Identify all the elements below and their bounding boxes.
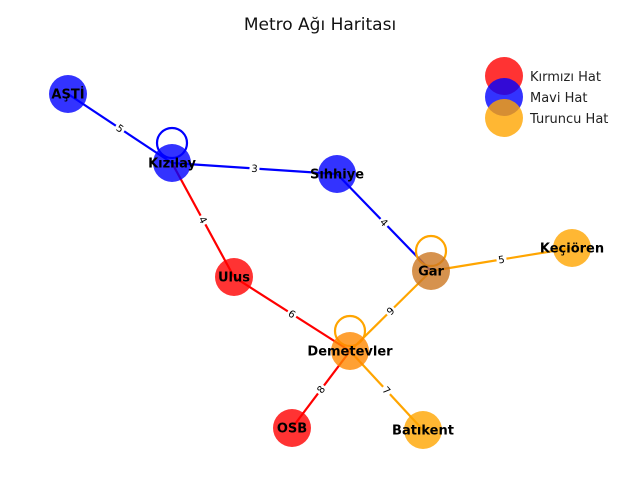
- station-marker[interactable]: [49, 75, 87, 113]
- connection-weight-label: 8: [313, 381, 329, 398]
- edge-layer: 5 3 4 4 6 8 9 5 7: [67, 93, 573, 431]
- connection-weight-label: 9: [382, 303, 399, 319]
- station-sihhiye[interactable]: Sıhhiye: [310, 155, 364, 193]
- station-marker[interactable]: [412, 252, 450, 290]
- weight-label-background: [382, 303, 399, 319]
- connection-weight-label: 3: [249, 162, 260, 175]
- legend-swatch: [485, 99, 523, 137]
- weight-label-text: 8: [315, 384, 328, 396]
- station-kizilay[interactable]: Kızılay: [148, 144, 196, 182]
- station-marker[interactable]: [404, 411, 442, 449]
- connection-weight-label: 6: [284, 306, 300, 322]
- station-marker[interactable]: [153, 144, 191, 182]
- weight-label-text: 5: [498, 255, 506, 267]
- station-label: AŞTİ: [51, 87, 84, 103]
- weight-label-background: [313, 381, 329, 398]
- weight-label-text: 3: [251, 164, 258, 175]
- weight-label-text: 5: [114, 123, 125, 136]
- weight-label-background: [495, 252, 508, 267]
- legend-entry: Turuncu Hat: [485, 99, 608, 137]
- station-marker[interactable]: [273, 409, 311, 447]
- station-label: Sıhhiye: [310, 168, 364, 183]
- weight-label-background: [249, 162, 260, 175]
- weight-label-text: 4: [196, 215, 209, 226]
- weight-label-background: [376, 214, 392, 231]
- station-batikent[interactable]: Batıkent: [392, 411, 454, 449]
- station-label: OSB: [277, 422, 307, 437]
- weight-label-text: 6: [286, 308, 297, 321]
- weight-label-background: [112, 120, 128, 137]
- map-title: Metro Ağı Haritası: [244, 15, 396, 35]
- station-osb[interactable]: OSB: [273, 409, 311, 447]
- station-marker[interactable]: [318, 155, 356, 193]
- legend-label: Turuncu Hat: [529, 112, 608, 127]
- station-ulus[interactable]: Ulus: [215, 258, 253, 296]
- station-gar[interactable]: Gar: [412, 252, 450, 290]
- station-marker[interactable]: [553, 229, 591, 267]
- station-demetevler[interactable]: Demetevler: [307, 332, 393, 370]
- weight-label-background: [195, 212, 211, 228]
- legend-label: Mavi Hat: [530, 91, 587, 106]
- legend-label: Kırmızı Hat: [530, 70, 601, 85]
- station-asti[interactable]: AŞTİ: [49, 75, 87, 113]
- connection-weight-label: 7: [378, 382, 395, 399]
- station-kecioren[interactable]: Keçiören: [540, 229, 604, 267]
- station-label: Batıkent: [392, 424, 454, 439]
- weight-label-background: [378, 382, 395, 399]
- connection-weight-label: 5: [495, 252, 508, 267]
- connection-weight-label: 5: [112, 120, 128, 137]
- station-label: Keçiören: [540, 242, 604, 257]
- station-label: Kızılay: [148, 157, 196, 172]
- station-label: Demetevler: [307, 345, 393, 360]
- station-marker[interactable]: [331, 332, 369, 370]
- station-label: Ulus: [218, 271, 250, 286]
- loop-layer: [155, 126, 448, 348]
- station-label: Gar: [418, 265, 444, 280]
- weight-label-background: [284, 306, 300, 322]
- station-marker[interactable]: [215, 258, 253, 296]
- connection-weight-label: 4: [376, 214, 392, 231]
- connection-weight-label: 4: [195, 212, 211, 228]
